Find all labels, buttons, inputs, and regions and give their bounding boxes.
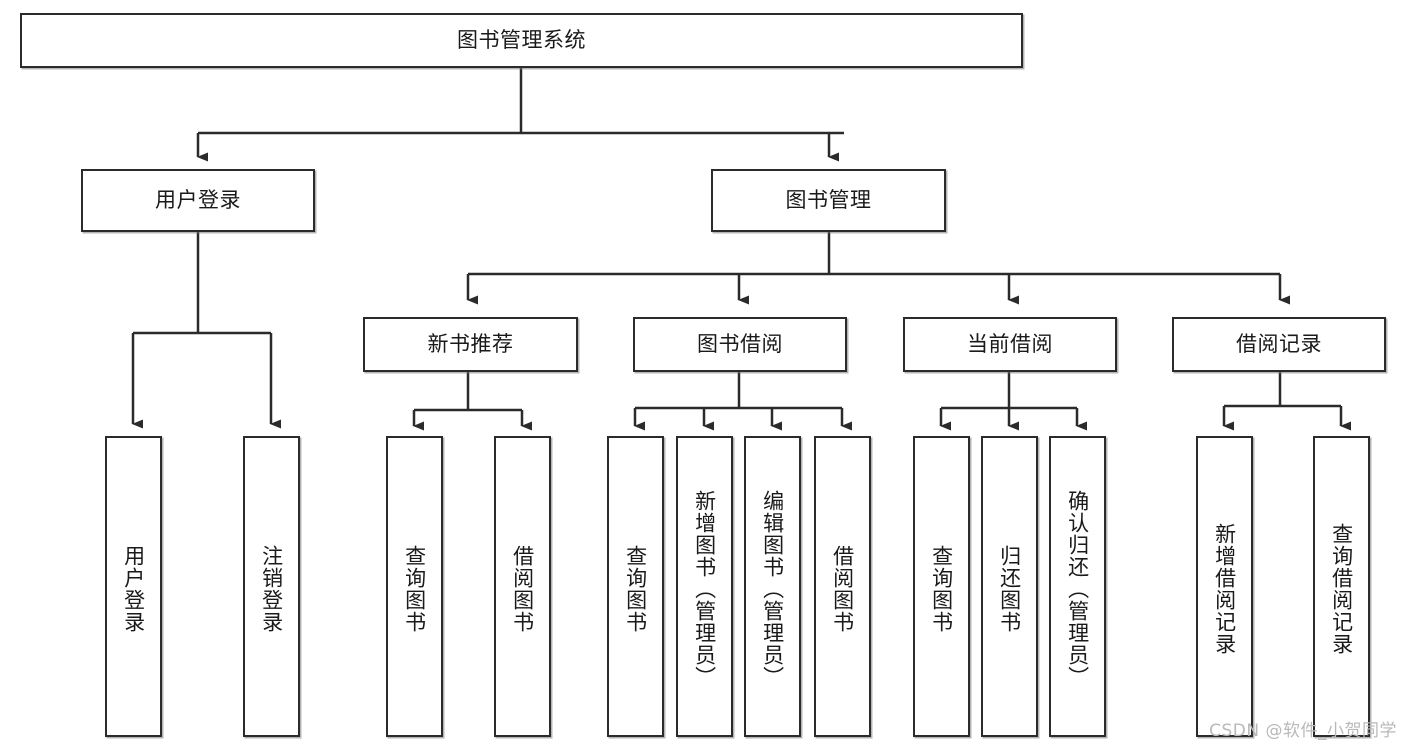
node-new-book-recommend[interactable]: 新书推荐 [363,317,578,372]
watermark-text: CSDN @软件_小贺同学 [1209,721,1397,741]
node-leaf-borrow-book-2[interactable]: 借阅图书 [814,436,871,737]
node-leaf-query-book-3-label: 查询图书 [929,544,954,633]
node-leaf-edit-book[interactable]: 编辑图书（管理员） [744,436,801,737]
node-book-borrow[interactable]: 图书借阅 [633,317,847,372]
node-user-login[interactable]: 用户登录 [81,169,315,232]
node-leaf-query-book-2-label: 查询图书 [623,544,648,633]
node-leaf-confirm-return[interactable]: 确认归还（管理员） [1049,436,1106,737]
node-leaf-user-login[interactable]: 用户登录 [105,436,162,737]
node-leaf-add-book[interactable]: 新增图书（管理员） [676,436,733,737]
node-book-borrow-label: 图书借阅 [697,331,783,356]
node-book-management-label: 图书管理 [785,187,872,212]
node-root[interactable]: 图书管理系统 [20,13,1023,68]
node-leaf-return-book[interactable]: 归还图书 [981,436,1038,737]
node-leaf-confirm-return-label: 确认归还（管理员） [1065,489,1090,688]
node-leaf-return-book-label: 归还图书 [997,544,1022,633]
node-leaf-query-book-2[interactable]: 查询图书 [607,436,664,737]
node-leaf-edit-book-label: 编辑图书（管理员） [760,489,785,688]
node-current-borrow-label: 当前借阅 [967,331,1053,356]
node-leaf-add-book-label: 新增图书（管理员） [692,489,717,688]
node-leaf-logout[interactable]: 注销登录 [243,436,300,737]
node-leaf-add-record[interactable]: 新增借阅记录 [1196,436,1253,737]
node-leaf-query-record[interactable]: 查询借阅记录 [1313,436,1370,737]
node-borrow-record[interactable]: 借阅记录 [1172,317,1386,372]
node-user-login-label: 用户登录 [155,187,241,212]
node-leaf-query-book-1-label: 查询图书 [402,544,427,633]
node-new-book-recommend-label: 新书推荐 [427,331,514,356]
node-leaf-user-login-label: 用户登录 [121,544,146,633]
node-current-borrow[interactable]: 当前借阅 [903,317,1117,372]
node-leaf-logout-label: 注销登录 [259,544,284,633]
node-borrow-record-label: 借阅记录 [1236,331,1322,356]
node-leaf-add-record-label: 新增借阅记录 [1212,522,1237,655]
node-leaf-query-book-1[interactable]: 查询图书 [386,436,443,737]
node-leaf-borrow-book-1[interactable]: 借阅图书 [494,436,551,737]
node-leaf-borrow-book-1-label: 借阅图书 [510,544,535,633]
node-book-management[interactable]: 图书管理 [711,169,946,232]
node-leaf-borrow-book-2-label: 借阅图书 [830,544,855,633]
node-root-label: 图书管理系统 [457,27,586,52]
node-leaf-query-record-label: 查询借阅记录 [1329,522,1354,655]
node-leaf-query-book-3[interactable]: 查询图书 [913,436,970,737]
